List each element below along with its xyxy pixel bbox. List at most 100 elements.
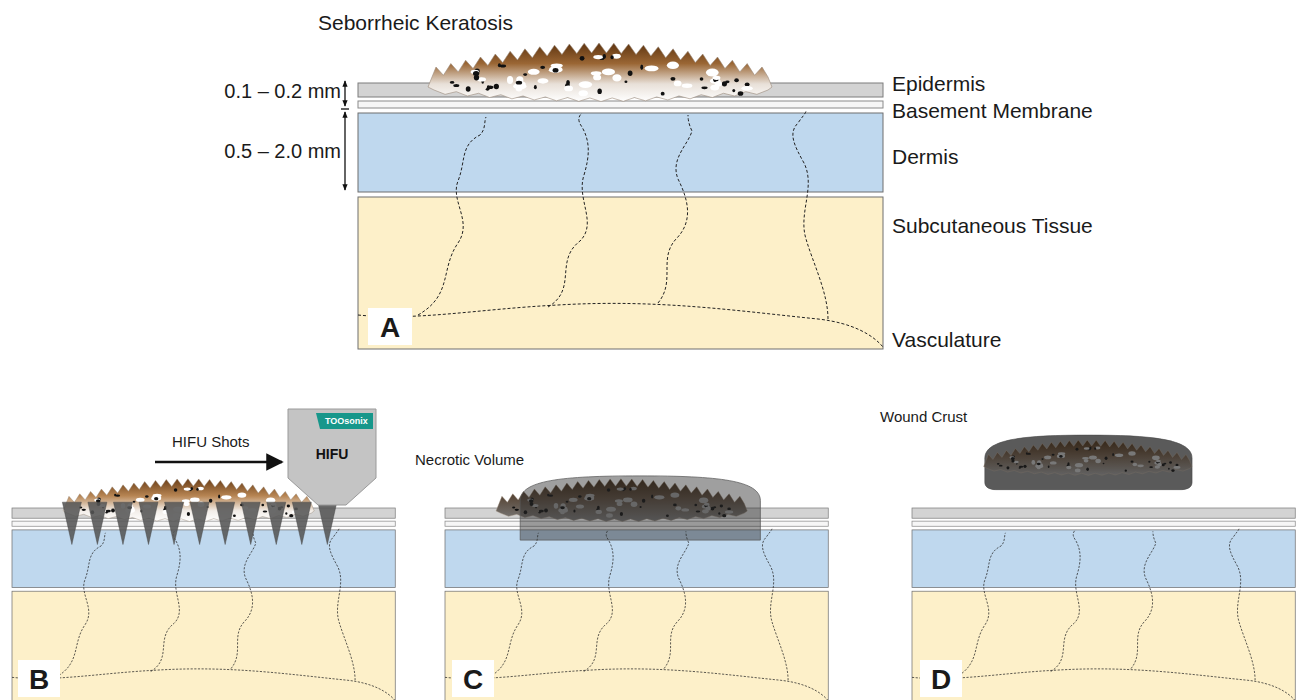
panel-letter: A [380,314,400,342]
panel-letter: B [29,666,49,694]
dimension-arrows [341,81,349,190]
epidermis-layer [912,508,1295,518]
lesion-dot [498,63,501,67]
hifu-shot [216,502,235,544]
hifu-shot [241,502,260,544]
lesion-dot [507,76,513,84]
label: HIFU Shots [172,433,250,450]
vessel [231,531,256,668]
label: Necrotic Volume [415,451,524,468]
label: Basement Membrane [892,99,1093,123]
lesion-dot [114,494,116,497]
lesion-dot [237,492,246,497]
lesion-dot [602,69,615,76]
lesion-dot [597,88,601,94]
lesion-dot [537,78,548,83]
vessel [445,669,828,700]
label: 0.5 – 2.0 mm [224,140,341,163]
lesion-dot [741,86,752,91]
lesion-dot [579,90,588,96]
panel-letter-box: A [368,308,412,345]
brand-tag [316,413,373,429]
panel-letter-box: C [452,660,494,697]
lesion-dot [564,86,573,92]
lesion-dot [674,80,682,86]
label: Epidermis [892,72,985,96]
lesion-dot [591,71,602,75]
hifu-shot [267,502,286,544]
motion-arrow [155,461,282,464]
lesion-dot [579,81,592,88]
hifu-shot [62,502,81,544]
lesion-dot [184,488,191,491]
skin-panel [358,43,883,349]
lesion-dot [133,501,136,503]
lesion-dot [287,505,290,508]
lesion-dot [474,75,479,81]
lesion-dot [285,512,287,514]
subcutaneous-layer [912,591,1295,700]
dermis-layer [358,113,883,192]
label: 0.1 – 0.2 mm [224,80,341,103]
hifu-shot [165,502,184,544]
hifu-shot [318,502,337,544]
lesion-dot [494,84,499,89]
lesion-dot [289,514,293,517]
vessel [584,530,613,672]
vessel [1229,528,1255,680]
vessel [1131,531,1156,668]
vessel [151,530,180,672]
lesion-dot [540,66,545,69]
vessel [762,528,788,680]
lesion-dot [645,66,659,72]
vessel [664,531,689,668]
lesion-dot [512,506,515,508]
lesion-dot [261,504,264,506]
lesion-dot [553,68,559,73]
lesion-dot [111,509,115,513]
lesion-dot [487,86,493,89]
panel-letter: D [931,666,951,694]
lesion-dot [515,509,519,511]
lesion-dot [715,81,722,87]
label: Seborrheic Keratosis [318,11,513,35]
lesion-dot [209,499,212,503]
lesion-dot [528,69,540,75]
lesion-dot [82,509,86,511]
lesion-dot [725,80,729,83]
vessel [1051,530,1080,672]
lesion-dot [450,81,454,84]
skin-panel [12,479,395,700]
subcutaneous-layer [12,591,395,700]
basement-membrane-layer [358,101,883,108]
lesion-dot [732,89,735,92]
transducer: TOOsonixHIFU [287,408,377,506]
lesion-dot [745,82,750,86]
lesion-dot [612,74,621,81]
vessel [12,669,395,700]
lesion-dot [190,497,200,502]
label: Dermis [892,145,959,169]
lesion-dot [218,494,220,498]
lesion-dot [593,55,603,59]
lesion-dot [670,77,675,81]
lesion-dot [667,62,679,69]
lesion-dot [700,77,704,80]
skin-panel [445,476,828,700]
lesion-dot [263,511,268,513]
lesion-dot [734,78,739,82]
lesion-dot [523,73,527,76]
vessel [418,117,486,315]
panel-letter: C [463,666,483,694]
device-name: HIFU [316,447,349,461]
hifu-shot [88,502,107,544]
vessel [793,111,828,319]
lesion-dot [610,55,613,59]
lesion-dot [661,92,665,96]
skin-panel [912,435,1295,700]
lesion-dot [682,83,693,88]
lesion-dot [466,86,471,91]
lesion-dot [628,70,633,75]
lesion-dot [624,80,627,83]
